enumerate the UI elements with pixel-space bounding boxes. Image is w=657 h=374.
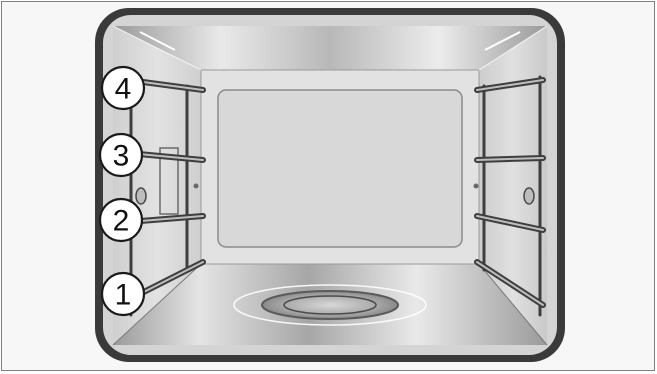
rack-position-2-label: 2 bbox=[113, 205, 130, 238]
rack-position-3-label: 3 bbox=[113, 140, 130, 173]
left-wall-stud bbox=[136, 188, 146, 204]
rack-position-4-label: 4 bbox=[115, 73, 132, 106]
rack-position-4-badge: 4 bbox=[102, 67, 144, 109]
back-wall-panel bbox=[218, 90, 462, 247]
rack-position-3-badge: 3 bbox=[100, 134, 142, 176]
turntable bbox=[262, 291, 398, 319]
rack-position-2-badge: 2 bbox=[100, 199, 142, 241]
rack-position-1-badge: 1 bbox=[102, 273, 144, 315]
right-wall-stud bbox=[524, 188, 534, 204]
rack-position-1-label: 1 bbox=[115, 279, 132, 312]
